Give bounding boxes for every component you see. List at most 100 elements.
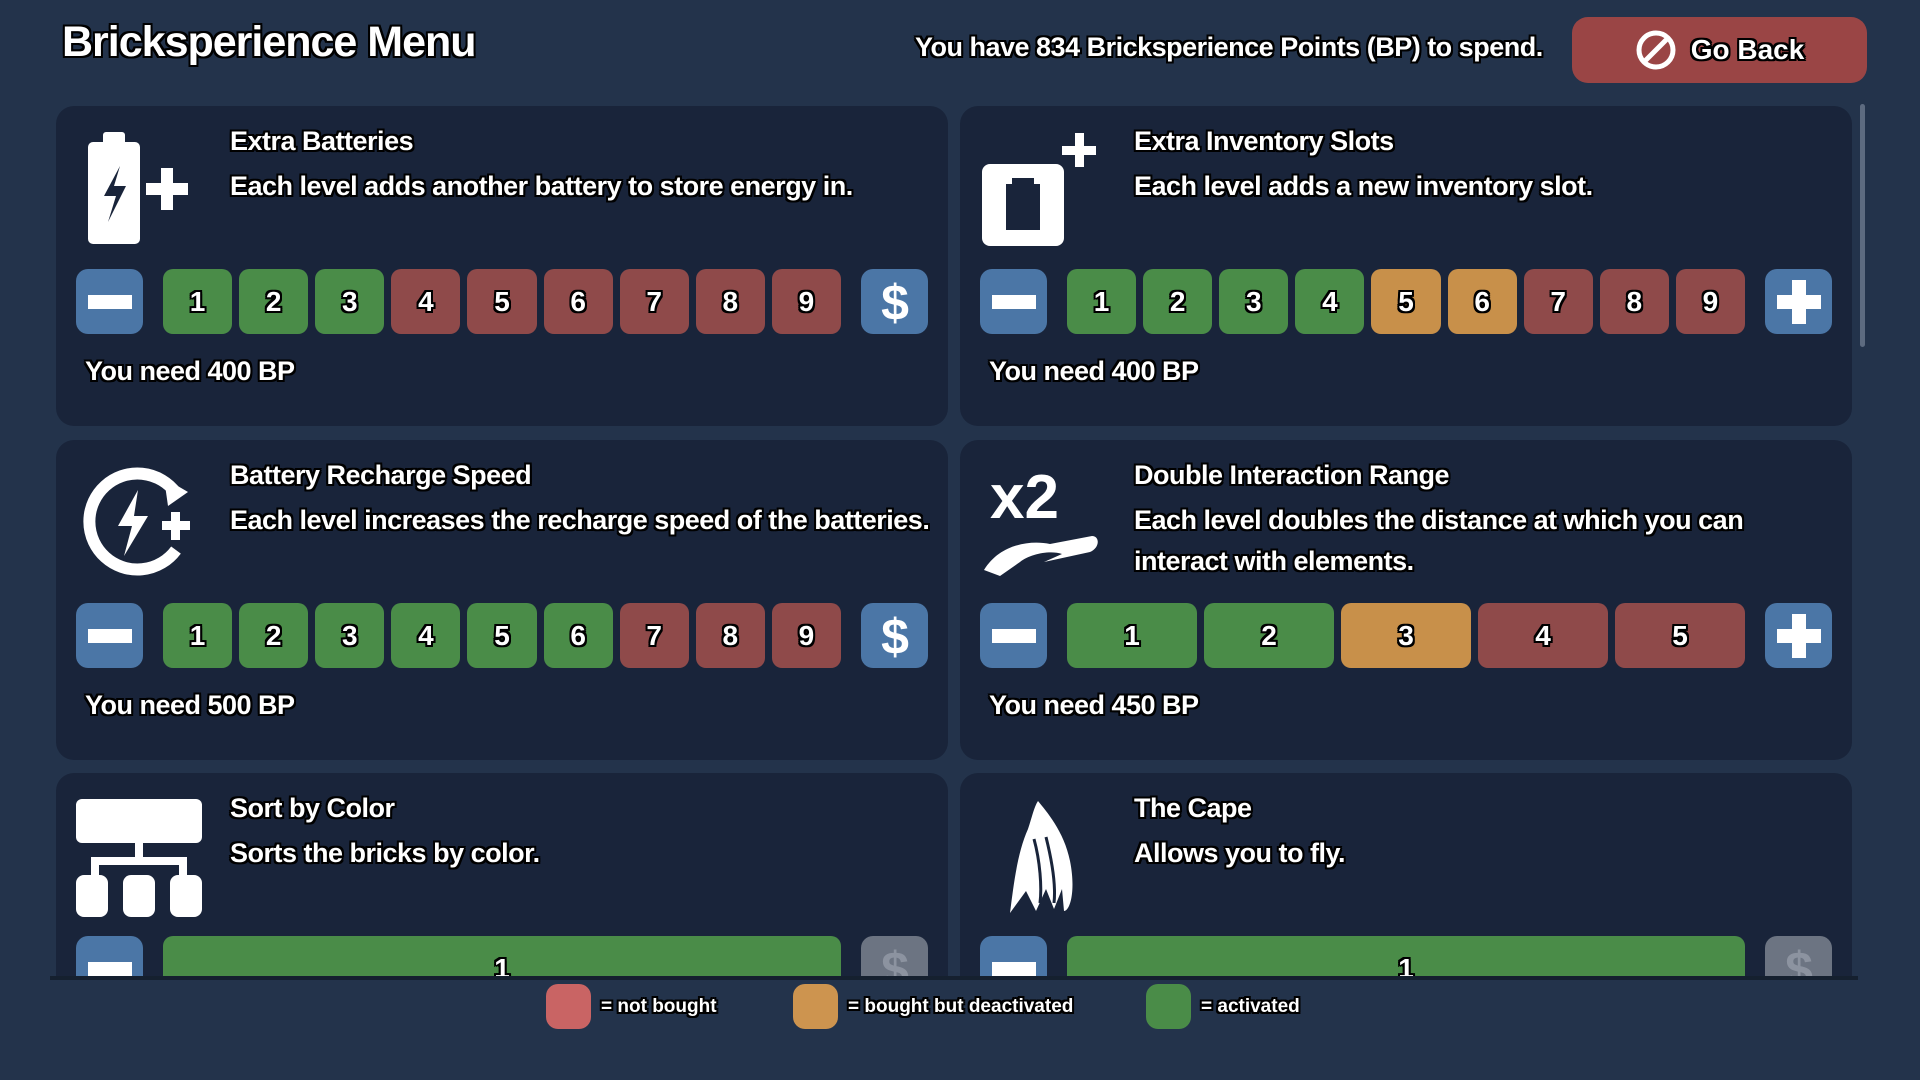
cost-text: You need 500 BP <box>85 690 295 720</box>
level-button[interactable]: 2 <box>1204 603 1334 668</box>
level-button[interactable]: 3 <box>1341 603 1471 668</box>
level-button[interactable]: 4 <box>1478 603 1608 668</box>
svg-text:$: $ <box>1785 943 1813 979</box>
level-button[interactable]: 8 <box>1599 269 1669 334</box>
buy-button[interactable]: $ <box>861 936 928 978</box>
level-button[interactable]: 1 <box>163 603 233 668</box>
level-button[interactable]: 7 <box>1523 269 1593 334</box>
level-button[interactable]: 4 <box>391 269 461 334</box>
plus-icon <box>1776 613 1821 658</box>
increase-level-button[interactable] <box>1765 603 1832 668</box>
list-bottom-edge <box>50 976 1858 980</box>
level-button[interactable]: 3 <box>1219 269 1289 334</box>
minus-icon <box>87 294 132 309</box>
level-button[interactable]: 3 <box>315 269 385 334</box>
legend-label: = activated <box>1201 995 1300 1017</box>
level-button[interactable]: 5 <box>467 269 537 334</box>
decrease-level-button[interactable] <box>980 269 1047 334</box>
level-button[interactable]: 6 <box>543 269 613 334</box>
svg-text:$: $ <box>881 943 909 979</box>
level-button[interactable]: 4 <box>391 603 461 668</box>
level-button[interactable]: 5 <box>1615 603 1745 668</box>
battery-plus-icon <box>76 124 202 250</box>
minus-icon <box>991 294 1036 309</box>
svg-text:$: $ <box>881 276 909 328</box>
level-button[interactable]: 7 <box>619 603 689 668</box>
upgrade-title: Battery Recharge Speed <box>230 460 532 490</box>
level-button[interactable]: 2 <box>239 269 309 334</box>
level-button[interactable]: 1 <box>1067 603 1197 668</box>
level-button[interactable]: 7 <box>619 269 689 334</box>
level-button[interactable]: 9 <box>771 269 841 334</box>
cape-icon <box>980 791 1106 917</box>
increase-level-button[interactable] <box>1765 269 1832 334</box>
dollar-icon: $ <box>881 276 909 328</box>
buy-button[interactable]: $ <box>861 269 928 334</box>
level-button[interactable]: 1 <box>1067 936 1745 978</box>
legend-label: = bought but deactivated <box>848 995 1074 1017</box>
upgrade-description: Each level adds a new inventory slot. <box>1134 171 1593 201</box>
sort-hierarchy-icon <box>76 791 202 917</box>
legend-item: = activated <box>1146 984 1300 1029</box>
level-row: 1$ <box>980 936 1832 978</box>
upgrade-description: Allows you to fly. <box>1134 838 1346 868</box>
upgrade-title: Extra Inventory Slots <box>1134 126 1394 156</box>
level-button[interactable]: 1 <box>163 269 233 334</box>
decrease-level-button[interactable] <box>980 936 1047 978</box>
legend-item: = bought but deactivated <box>793 984 1073 1029</box>
level-button[interactable]: 9 <box>771 603 841 668</box>
buy-button[interactable]: $ <box>861 603 928 668</box>
level-button[interactable]: 8 <box>695 269 765 334</box>
dollar-icon: $ <box>881 610 909 662</box>
level-buttons: 1 <box>163 936 841 978</box>
level-button[interactable]: 8 <box>695 603 765 668</box>
level-row: 1$ <box>76 936 928 978</box>
upgrade-title: Extra Batteries <box>230 126 414 156</box>
legend-swatch <box>546 984 591 1029</box>
recharge-icon <box>76 458 202 584</box>
decrease-level-button[interactable] <box>980 603 1047 668</box>
legend-swatch <box>793 984 838 1029</box>
level-button[interactable]: 1 <box>1067 269 1137 334</box>
go-back-label: Go Back <box>1690 34 1805 65</box>
decrease-level-button[interactable] <box>76 936 143 978</box>
svg-text:$: $ <box>881 610 909 662</box>
inventory-slot-plus-icon <box>980 124 1106 250</box>
level-button[interactable]: 2 <box>1143 269 1213 334</box>
minus-icon <box>991 961 1036 976</box>
cost-text: You need 400 BP <box>85 356 295 386</box>
decrease-level-button[interactable] <box>76 269 143 334</box>
level-button[interactable]: 5 <box>1371 269 1441 334</box>
level-button[interactable]: 6 <box>1447 269 1517 334</box>
buy-button[interactable]: $ <box>1765 936 1832 978</box>
legend: = not bought= bought but deactivated= ac… <box>0 984 1920 1029</box>
level-button[interactable]: 1 <box>163 936 841 978</box>
go-back-button[interactable]: Go Back <box>1572 17 1867 83</box>
level-button[interactable]: 6 <box>543 603 613 668</box>
level-button[interactable]: 2 <box>239 603 309 668</box>
level-button[interactable]: 5 <box>467 603 537 668</box>
upgrade-title: Sort by Color <box>230 793 395 823</box>
upgrade-description: Each level doubles the distance at which… <box>1134 505 1744 576</box>
decrease-level-button[interactable] <box>76 603 143 668</box>
level-button[interactable]: 4 <box>1295 269 1365 334</box>
svg-text:x2: x2 <box>990 463 1059 532</box>
scrollbar[interactable] <box>1860 104 1865 347</box>
level-button[interactable]: 3 <box>315 603 385 668</box>
level-button[interactable]: 9 <box>1675 269 1745 334</box>
page-title: Bricksperience Menu <box>62 18 477 66</box>
dollar-icon: $ <box>881 943 909 979</box>
